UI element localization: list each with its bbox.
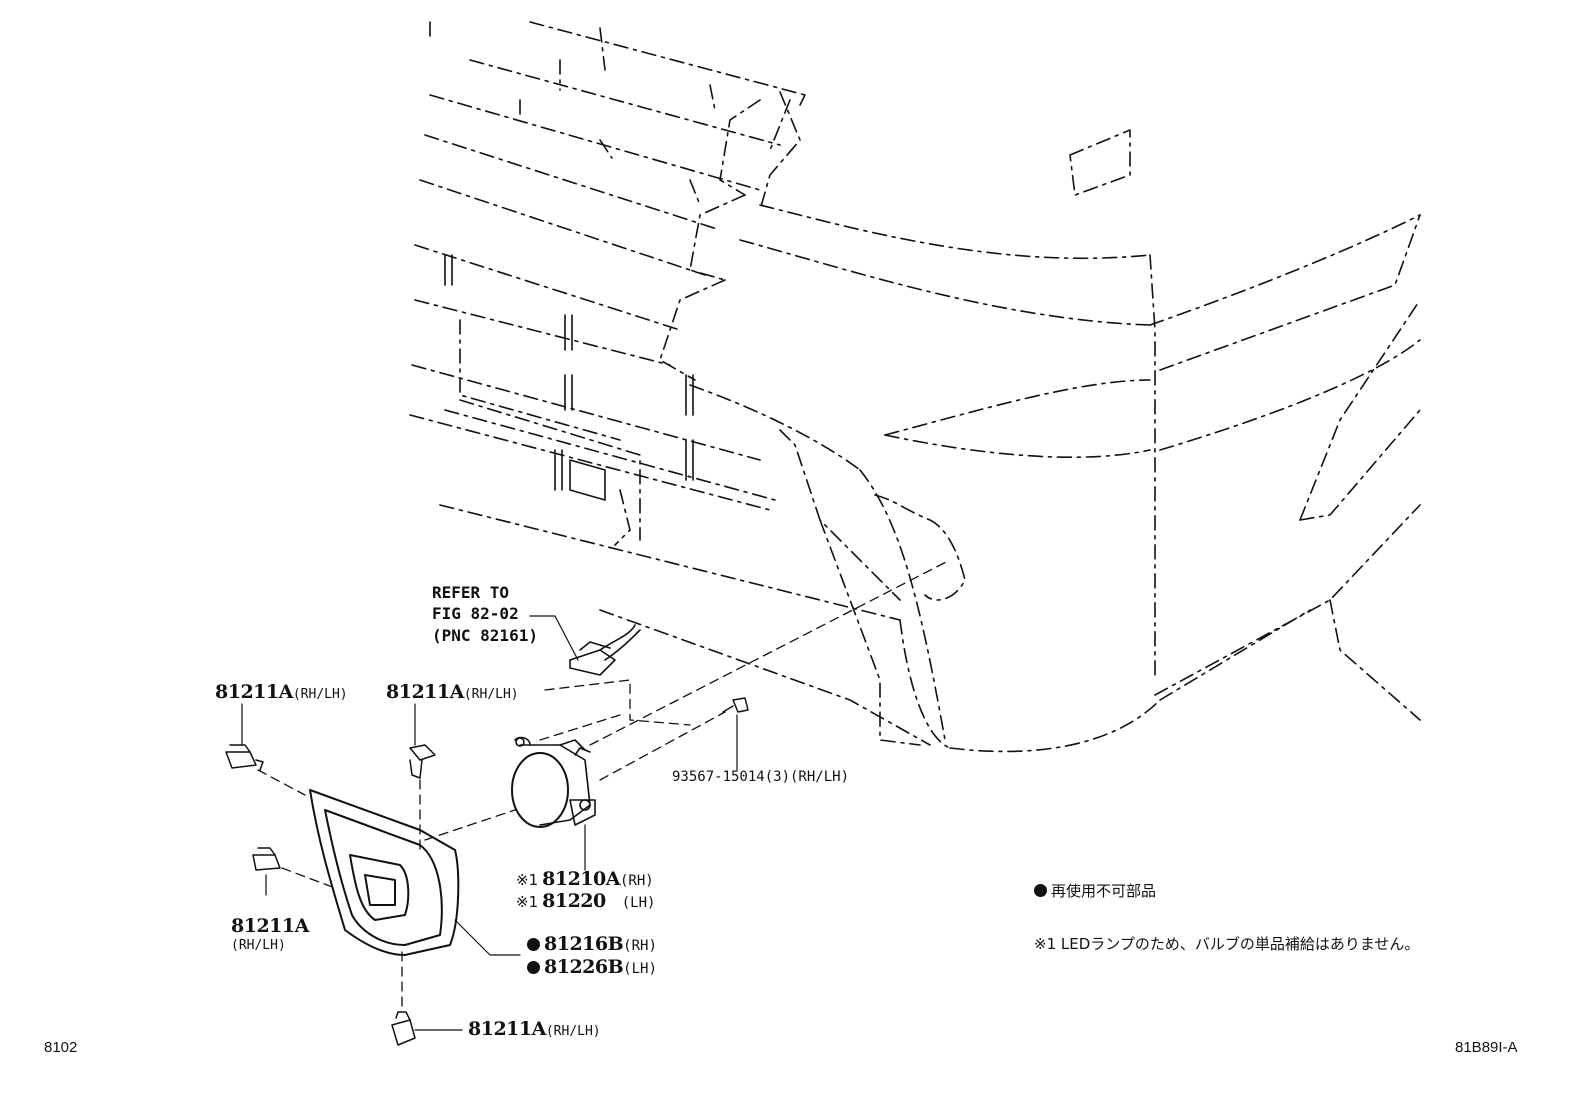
part-leaders — [241, 703, 738, 1031]
side-note: (LH) — [623, 961, 657, 977]
grille-outline — [409, 21, 901, 621]
fog-lamp-cover-shape — [309, 789, 460, 956]
grille-bars — [444, 254, 694, 501]
side-note: (LH) — [621, 895, 656, 911]
screw-shape — [722, 697, 749, 713]
led-mark: ※1 — [516, 893, 539, 911]
fog-lamp-shape — [511, 736, 596, 828]
part-number: 81220 — [542, 890, 606, 912]
part-number: 81211A — [231, 915, 309, 937]
clip-top-center-label: 81211A(RH/LH) — [386, 683, 519, 702]
figure-number: 8102 — [44, 1039, 78, 1056]
led-mark: ※1 — [516, 871, 539, 889]
side-note: (RH/LH) — [292, 687, 348, 702]
wire-harness-connector — [529, 615, 641, 676]
refer-pnc-line3: (PNC 82161) — [432, 626, 538, 645]
non-reusable-dot-icon — [527, 961, 540, 974]
side-note: (RH) — [623, 938, 657, 954]
part-number: 81226B — [544, 956, 624, 978]
clip-top-left-label: 81211A(RH/LH) — [215, 683, 348, 702]
refer-to-line1: REFER TO — [432, 583, 510, 602]
fog-lamp-rh-label: ※1 81210A(RH) — [516, 870, 654, 889]
refer-fig-line2: FIG 82-02 — [432, 604, 519, 623]
legend-non-reusable: 再使用不可部品 — [1034, 884, 1156, 899]
legend-led-note: ※1 LEDランプのため、バルブの単品補給はありません。 — [1034, 935, 1420, 953]
non-reusable-dot-icon — [1034, 884, 1047, 897]
assembly-leaders — [257, 559, 951, 1011]
side-note: (RH/LH) — [545, 1024, 601, 1039]
side-note: (RH/LH) — [231, 938, 286, 953]
part-number: 81211A — [386, 681, 464, 703]
part-number: 81216B — [544, 933, 624, 955]
part-number: 81210A — [542, 868, 620, 890]
clip-left-label: 81211A (RH/LH) — [231, 915, 309, 953]
part-number: 81211A — [215, 681, 293, 703]
non-reusable-dot-icon — [527, 938, 540, 951]
side-note: (RH/LH) — [463, 687, 519, 702]
side-note: (RH) — [619, 873, 654, 889]
cover-lh-label: 81226B(LH) — [527, 958, 657, 977]
bumper-outline — [599, 129, 1421, 753]
clip-shapes — [225, 744, 436, 1046]
illustration-id: 81B89I-A — [1455, 1039, 1518, 1056]
part-number: 81211A — [468, 1018, 546, 1040]
fog-lamp-lh-label: ※1 81220 (LH) — [516, 892, 655, 911]
cover-rh-label: 81216B(RH) — [527, 935, 657, 954]
clip-bottom-label: 81211A(RH/LH) — [468, 1020, 601, 1039]
legend-text: 再使用不可部品 — [1051, 882, 1157, 900]
screw-label: 93567-15014(3)(RH/LH) — [672, 769, 850, 785]
